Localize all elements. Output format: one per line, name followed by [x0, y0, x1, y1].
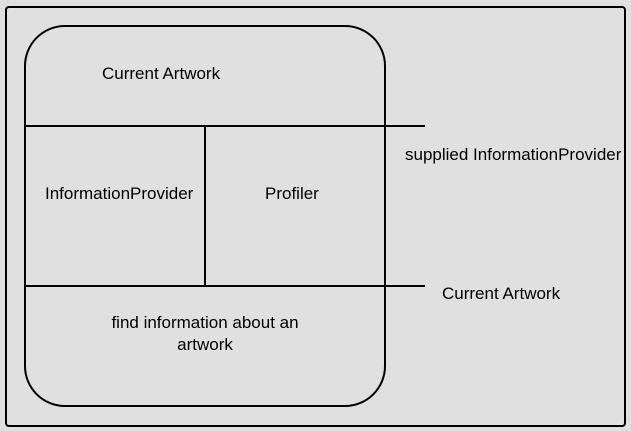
side-label-lower: Current Artwork — [442, 284, 561, 303]
bottom-label: find information about an artwork — [111, 313, 299, 354]
left-cell-label: InformationProvider — [45, 184, 194, 203]
top-label: Current Artwork — [102, 64, 221, 83]
right-cell-label: Profiler — [265, 184, 319, 203]
side-label-upper: supplied InformationProvider — [405, 145, 622, 164]
